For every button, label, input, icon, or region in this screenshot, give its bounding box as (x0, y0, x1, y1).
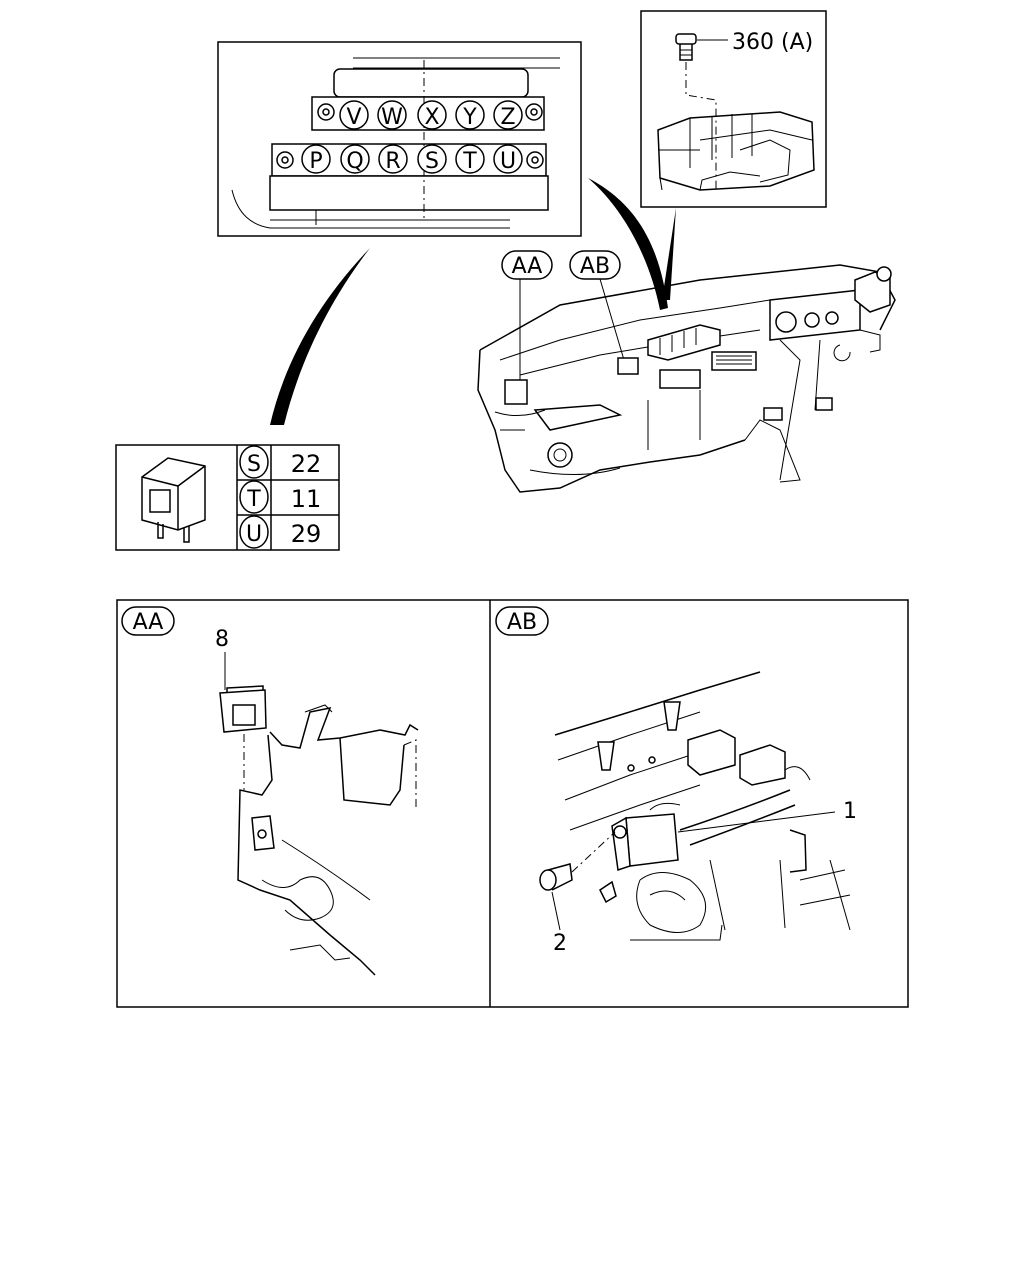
detail-aa-callout: 8 (215, 627, 229, 652)
bolt-inset: 360 (A) (640, 10, 827, 208)
pin-q: Q (340, 144, 370, 174)
detail-ab-title: AB (507, 610, 537, 635)
svg-text:S: S (425, 149, 439, 174)
svg-text:T: T (246, 487, 261, 512)
svg-text:V: V (346, 105, 361, 130)
pin-v: V (339, 100, 369, 130)
detail-ab-callout-bolt: 2 (553, 931, 567, 956)
svg-text:AB: AB (580, 254, 610, 279)
svg-text:R: R (385, 149, 400, 174)
aa-callout: AA (501, 250, 553, 380)
detail-ab-callout-relay: 1 (843, 799, 857, 824)
pin-y: Y (455, 100, 485, 130)
svg-text:Y: Y (462, 105, 477, 130)
pin-p: P (301, 144, 331, 174)
svg-text:W: W (381, 105, 403, 130)
pin-z: Z (493, 100, 523, 130)
pin-u: U (493, 144, 523, 174)
top-pin-row: V W X Y Z (339, 100, 523, 130)
svg-text:Z: Z (500, 105, 515, 130)
svg-text:Q: Q (346, 149, 363, 174)
svg-text:29: 29 (291, 520, 322, 548)
relay-8-icon (219, 685, 267, 733)
pin-s: S (417, 144, 447, 174)
relay-table-row: T 11 (239, 480, 322, 514)
relay-table: S 22 T 11 U 29 (115, 444, 340, 551)
svg-text:AA: AA (512, 254, 543, 279)
detail-panels-frame (116, 599, 909, 1008)
bolt-icon (675, 33, 697, 45)
detail-aa-title: AA (133, 610, 164, 635)
pin-r: R (378, 144, 408, 174)
svg-text:X: X (424, 105, 439, 130)
detail-ab: AB 1 2 (495, 606, 857, 956)
relay-1-icon (611, 813, 679, 871)
svg-text:S: S (247, 452, 261, 477)
detail-aa: AA 8 (121, 606, 419, 976)
svg-text:U: U (500, 149, 516, 174)
bottom-pin-row: P Q R S T U (301, 144, 523, 174)
svg-text:U: U (246, 522, 262, 547)
svg-text:T: T (462, 149, 477, 174)
bolt-callout-label: 360 (A) (732, 30, 813, 55)
pointer-to-relay-table (270, 248, 370, 425)
dashboard-overview: AA AB (477, 250, 896, 493)
pin-x: X (417, 100, 447, 130)
bolt-2-icon (539, 863, 573, 891)
pin-w: W (377, 100, 407, 130)
svg-text:11: 11 (291, 485, 322, 513)
relay-icon (141, 457, 206, 543)
relay-table-row: S 22 (239, 445, 322, 479)
pin-t: T (455, 144, 485, 174)
ab-callout: AB (569, 250, 625, 361)
connector-inset (217, 41, 582, 237)
pointer-from-bolt-inset (662, 208, 676, 300)
pointer-from-fuse-box (588, 178, 668, 310)
svg-text:22: 22 (291, 450, 322, 478)
relay-table-row: U 29 (239, 515, 322, 549)
svg-text:P: P (309, 149, 322, 174)
